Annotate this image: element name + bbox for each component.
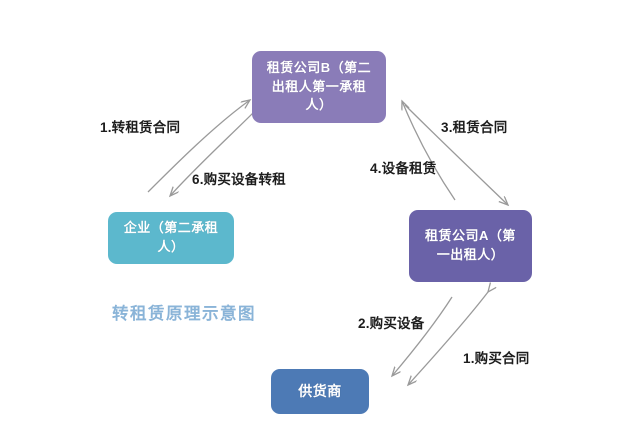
arrow-purchase-contract xyxy=(408,292,488,385)
edge-label-purchase-equipment: 2.购买设备 xyxy=(358,316,425,331)
node-lessor-a-label: 租赁公司A（第一出租人） xyxy=(425,228,516,262)
node-enterprise-label: 企业（第二承租人） xyxy=(123,220,219,254)
edge-label-sublease-contract: 1.转租赁合同 xyxy=(100,120,181,135)
diagram-title: 转租赁原理示意图 xyxy=(112,305,256,323)
node-supplier-label: 供货商 xyxy=(298,383,342,400)
edge-label-purchase-contract: 1.购买合同 xyxy=(463,351,530,366)
edge-label-buy-equipment-sublease: 6.购买设备转租 xyxy=(192,172,286,187)
node-enterprise[interactable]: 企业（第二承租人） xyxy=(108,212,234,264)
node-lessor-a[interactable]: 租赁公司A（第一出租人） xyxy=(409,210,532,282)
edge-label-equipment-lease: 4.设备租赁 xyxy=(370,161,437,176)
edge-label-lease-contract: 3.租赁合同 xyxy=(441,120,508,135)
node-lessor-b-label: 租赁公司B（第二出租人第一承租人） xyxy=(266,59,372,113)
node-supplier[interactable]: 供货商 xyxy=(271,369,369,414)
node-lessor-b[interactable]: 租赁公司B（第二出租人第一承租人） xyxy=(252,51,386,123)
arrow-purchase-equipment xyxy=(392,296,453,376)
